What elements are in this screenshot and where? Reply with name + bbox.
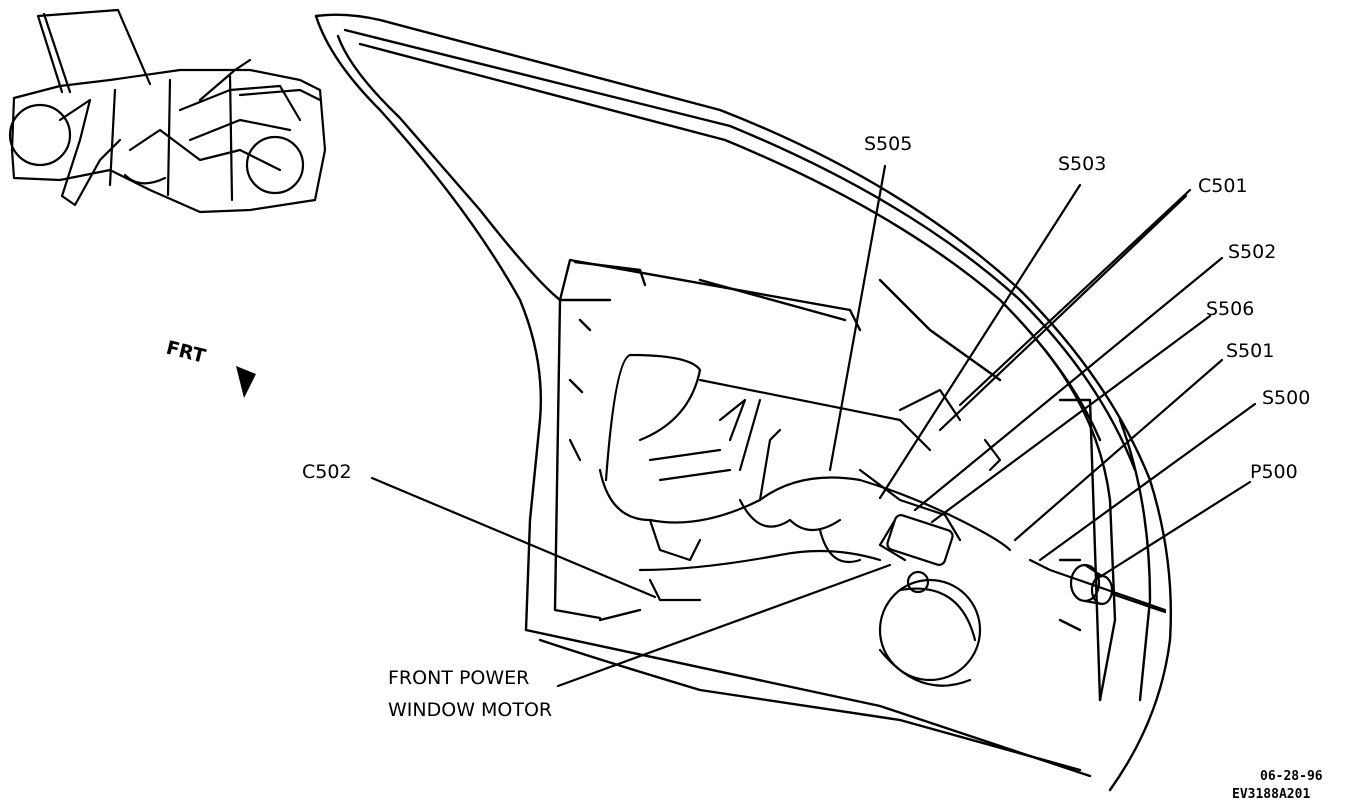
label-p500: P500 [1250,461,1298,483]
label-s501: S501 [1226,340,1274,362]
label-c501: C501 [1198,175,1248,197]
label-s505: S505 [864,133,912,155]
label-s502: S502 [1228,241,1276,263]
label-s506: S506 [1206,298,1254,320]
leader-c501-b [938,194,1188,432]
stamp-date: 06-28-96 [1260,769,1323,784]
door-wiring-harness [568,353,1167,612]
label-c502: C502 [302,461,352,483]
arrow-head-icon [236,366,256,398]
vehicle-locator-illustration [8,8,327,214]
connector-p500-body [1069,563,1167,614]
front-direction-arrow: FRT [164,337,256,398]
leader-c502 [370,476,657,599]
leader-c501-a [958,188,1192,407]
leader-s503 [878,183,1082,500]
leader-lines [370,164,1257,688]
leader-motor [556,563,892,688]
drawing-stamp: 06-28-96 EV3188A201 [1232,769,1323,802]
leader-s500 [1038,402,1257,562]
callout-labels: S505 S503 C501 S502 S506 S501 S500 P500 … [302,133,1310,721]
label-s500: S500 [1262,387,1310,409]
leader-s502 [913,256,1224,512]
stamp-code: EV3188A201 [1232,787,1310,802]
frt-label: FRT [164,337,208,368]
leader-p500 [1093,480,1252,582]
leader-s506 [930,314,1212,524]
label-motor-line1: FRONT POWER [388,667,529,689]
leader-s505 [828,164,887,472]
leader-s501 [1013,358,1224,542]
label-motor-line2: WINDOW MOTOR [388,699,552,721]
power-window-motor [878,514,982,687]
label-s503: S503 [1058,153,1106,175]
